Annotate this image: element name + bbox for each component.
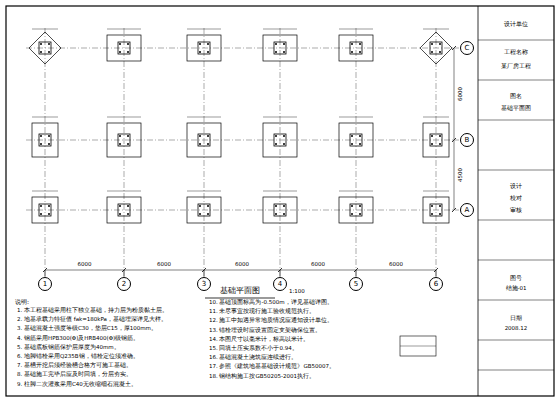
title-block-text: 结施-01 [505,285,528,291]
axis-number: B [465,137,470,144]
note-text: 14. 本图尺寸以毫米计，标高以米计。 [208,336,311,342]
drawing-frame [6,6,554,396]
axis-line [436,28,437,276]
title-block-text: 审核 [509,207,523,213]
note-text: 12. 施工中如遇异常地质情况应通知设计单位。 [208,317,335,323]
title-block-text: 校对 [509,195,523,201]
axis-line [356,28,357,276]
note-text: 1:100 [288,288,306,294]
axis-number: 2 [122,281,126,288]
legend-symbol-line [400,346,436,347]
axis-bubble: A [460,203,474,217]
note-text: 10. 基础顶面标高为-0.500m，详见基础详图。 [208,299,334,305]
dimension: 6000 [310,261,326,267]
axis-grid [26,28,459,277]
axis-bubble: 1 [38,277,52,291]
note-text: 18. 钢结构施工按GB50205-2001执行。 [208,373,316,379]
footing [32,117,58,157]
footing [263,117,297,157]
dimension: 6000 [234,261,250,267]
dimension: 6000 [457,86,463,102]
title-block-text: 图名 [509,93,523,99]
note-text: 5. 基础底板钢筋保护层厚度为40mm。 [16,344,121,350]
footing [187,117,221,157]
axis-bubble: 3 [197,277,211,291]
title-block-text: 工程名称 [503,49,529,55]
note-text: 7. 基槽开挖后须经验槽合格方可施工基础。 [16,362,133,368]
footing [32,191,58,223]
footing [187,191,221,223]
axis-line [45,28,46,276]
dimension-lines [43,46,456,298]
axis-number: 3 [202,281,206,288]
footing [107,29,141,61]
axis-bubble: C [460,41,474,55]
axis-line [26,48,459,49]
footing-plans [29,29,452,223]
note-text: 说明: [14,299,30,306]
axis-line [26,210,459,211]
title-block-lines [478,40,554,370]
footing [339,29,373,61]
axis-bubble: 5 [349,277,363,291]
footing [423,191,449,223]
title-block-text: 日期 [509,315,523,321]
note-text: 6. 地脚锚栓采用Q235B钢，锚栓定位须准确。 [16,353,140,359]
footing [187,29,221,61]
footing [339,117,373,157]
title-block-edge [478,6,479,396]
axis-number: 6 [434,281,438,288]
note-text: 4. 钢筋采用HPB300(Φ)及HRB400(Φ)级钢筋。 [16,335,140,341]
note-text: 2. 地基承载力特征值 fak=180kPa，基础埋深详见大样。 [16,316,168,322]
axis-line [26,140,459,141]
dimension: 4500 [457,167,463,183]
dimension: 6000 [156,261,172,267]
axis-number: C [465,45,470,52]
note-text: 1. 本工程基础采用柱下独立基础，持力层为粉质黏土层。 [16,307,169,313]
note-text: 3. 基础混凝土强度等级C30，垫层C15，厚100mm。 [16,325,158,331]
axis-bubble: 6 [429,277,443,291]
footing [29,29,61,64]
dimension: 6000 [77,261,93,267]
drawing-title: 基础平面图 [219,287,261,296]
axis-number: A [465,207,470,214]
note-text: 16. 基础混凝土浇筑应连续进行。 [208,354,299,360]
footing [107,191,141,223]
note-text: 13. 锚栓埋设时应设置固定支架确保位置。 [208,327,323,333]
title-block-text: 图号 [509,275,523,281]
axis-number: 4 [278,281,282,288]
footing [339,191,373,223]
dimension: 6000 [388,261,404,267]
title-block-text: 设计 [509,183,523,189]
axis-line [204,28,205,276]
footing [423,117,449,157]
footing [263,29,297,61]
note-text: 8. 基础施工完毕后应及时回填，分层夯实。 [16,371,133,377]
title-block-text: 基础平面图 [500,105,532,111]
title-block-text: 某厂房工程 [500,63,532,69]
axis-bubble: 4 [273,277,287,291]
axis-number: 5 [354,281,358,288]
legend-symbol [400,336,436,356]
note-text: 11. 未尽事宜按现行施工验收规范执行。 [208,308,317,314]
axis-line [124,28,125,276]
note-text: 15. 回填土压实系数不小于0.94。 [208,345,299,351]
footing [107,117,141,157]
axis-number: 1 [43,281,47,288]
footing [263,191,297,223]
axis-bubble: B [460,133,474,147]
axis-bubble: 2 [117,277,131,291]
axis-line [280,28,281,276]
title-block-text: 设计单位 [503,21,529,27]
note-text: 9. 柱脚二次灌浆采用C40无收缩细石混凝土。 [16,381,138,387]
title-block-text: 2008.12 [504,325,529,331]
note-text: 17. 参照《建筑地基基础设计规范》GB50007。 [208,363,336,369]
footing [420,29,452,64]
